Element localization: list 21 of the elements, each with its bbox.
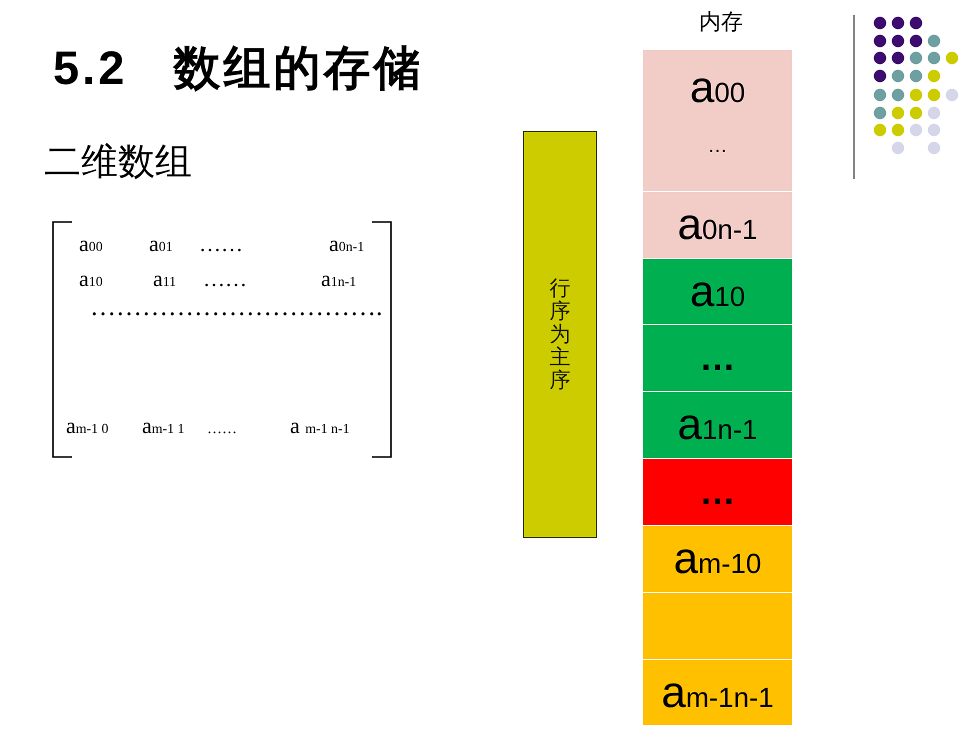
ellipsis-text: …… (199, 231, 243, 257)
memory-cell (643, 392, 792, 458)
memory-heading: 内存 (699, 8, 743, 36)
cell-text: … (700, 340, 736, 376)
ellipsis-text: …… (207, 420, 237, 439)
cell-text: … (708, 136, 728, 156)
memory-cell (643, 325, 792, 391)
slide-title: 5.2 数组的存储 (53, 40, 424, 96)
ellipsis-row: ……………………………. (90, 291, 382, 322)
memory-cell (643, 50, 792, 191)
subtitle: 二维数组 (44, 141, 192, 185)
memory-cell (643, 192, 792, 258)
bar-text: 行序为主序 (550, 276, 570, 392)
cell-text: … (700, 474, 736, 510)
row-major-bar (523, 131, 597, 538)
memory-cell (643, 660, 792, 725)
memory-cell (643, 459, 792, 525)
ellipsis-text: …… (203, 266, 247, 292)
memory-cell (643, 259, 792, 324)
memory-cell (643, 526, 792, 592)
memory-cell (643, 593, 792, 659)
